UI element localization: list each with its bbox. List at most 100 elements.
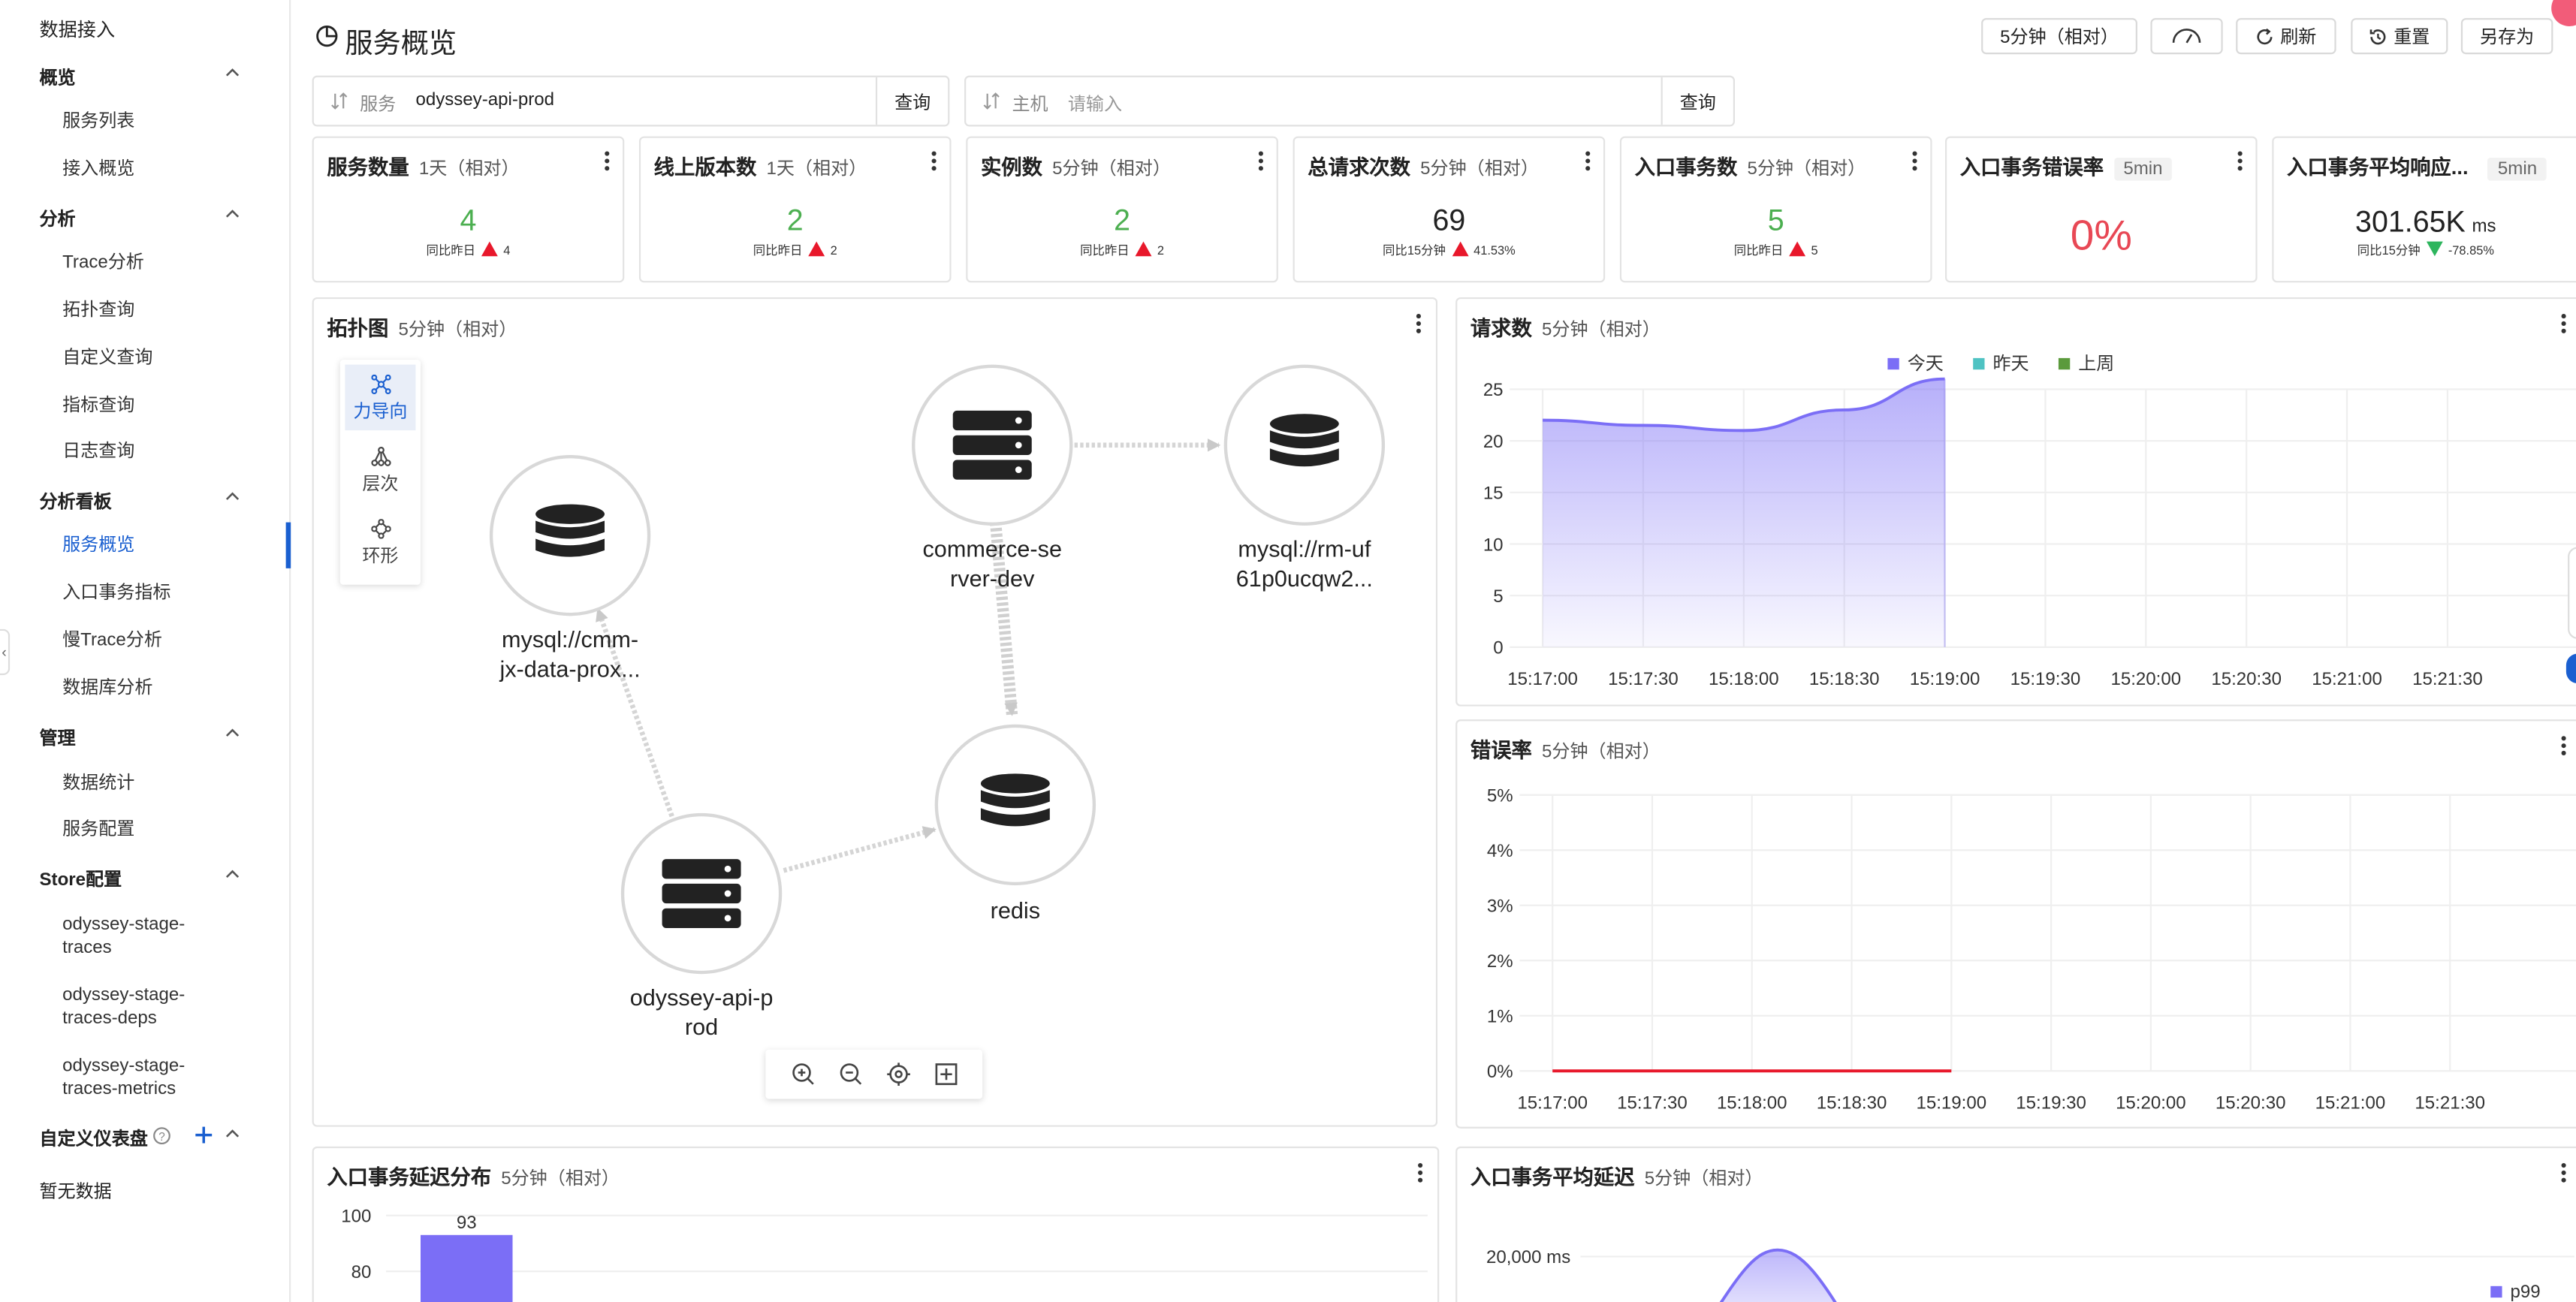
chevron-up-icon[interactable] — [225, 728, 240, 737]
sidebar-item-log-query[interactable]: 日志查询 — [62, 442, 135, 462]
bar-data-label: 93 — [457, 1213, 477, 1233]
node-odyssey-api[interactable] — [620, 812, 783, 975]
time-range-button[interactable]: 5分钟（相对） — [1981, 18, 2137, 55]
sidebar-item-service-config[interactable]: 服务配置 — [62, 819, 135, 839]
more-icon[interactable] — [2561, 736, 2566, 756]
sidebar-item-data-stats[interactable]: 数据统计 — [62, 773, 135, 794]
sidebar-item-db-analysis[interactable]: 数据库分析 — [62, 678, 153, 698]
sidebar-item-data-ingest[interactable]: 数据接入 — [39, 21, 116, 41]
y-tick-label: 0% — [1487, 1062, 1513, 1082]
sidebar-item-service-list[interactable]: 服务列表 — [62, 111, 135, 131]
sort-icon — [331, 92, 348, 110]
more-icon[interactable] — [605, 151, 610, 171]
legend-item[interactable]: 上周 — [2058, 350, 2114, 376]
sidebar-item-slow-trace[interactable]: 慢Trace分析 — [62, 631, 162, 651]
legend-item[interactable]: 今天 — [1887, 350, 1944, 376]
layout-force-button[interactable]: 力导向 — [345, 364, 416, 431]
node-mysql-cmm[interactable] — [489, 454, 651, 616]
compare-delta: -78.85% — [2448, 243, 2494, 258]
sidebar-group-manage[interactable]: 管理 — [39, 729, 76, 749]
layout-circular-button[interactable]: 环形 — [345, 509, 415, 575]
side-float-panel[interactable] — [2568, 547, 2576, 639]
compare-label: 同比昨日 — [753, 243, 803, 258]
sidebar-item-entry-tx-metrics[interactable]: 入口事务指标 — [62, 583, 171, 603]
node-mysql-rm[interactable] — [1223, 364, 1386, 526]
zoom-in-icon[interactable] — [790, 1061, 816, 1087]
zoom-out-icon[interactable] — [838, 1061, 864, 1087]
panel-period: 5分钟（相对） — [398, 320, 517, 340]
series-area — [1543, 378, 1945, 647]
service-filter-value[interactable]: odyssey-api-prod — [415, 90, 555, 110]
node-redis[interactable] — [934, 724, 1096, 886]
sidebar-item-metric-query[interactable]: 指标查询 — [62, 396, 135, 416]
auto-refresh-button[interactable] — [2150, 18, 2223, 55]
chevron-up-icon[interactable] — [225, 209, 240, 219]
metric-title: 实例数 — [980, 155, 1043, 179]
chevron-up-icon[interactable] — [225, 491, 240, 501]
host-query-button[interactable]: 查询 — [1661, 77, 1733, 125]
sidebar-item-store-traces-metrics[interactable]: odyssey-stage- traces-metrics — [62, 1056, 186, 1099]
node-commerce-server[interactable] — [912, 364, 1073, 526]
more-icon[interactable] — [1418, 1162, 1423, 1183]
x-tick-label: 15:18:30 — [1817, 1093, 1887, 1114]
y-tick-label: 1% — [1487, 1007, 1513, 1027]
legend-item[interactable]: 昨天 — [1973, 350, 2029, 376]
chevron-up-icon[interactable] — [225, 68, 240, 77]
chevron-up-icon[interactable] — [225, 1129, 240, 1138]
node-label: mysql://rm-uf 61p0ucqw2... — [1235, 535, 1373, 592]
x-tick-label: 15:17:30 — [1617, 1093, 1688, 1114]
sidebar-group-overview[interactable]: 概览 — [39, 68, 76, 89]
sidebar-item-store-traces[interactable]: odyssey-stage- traces — [62, 915, 186, 958]
sidebar-item-custom-query[interactable]: 自定义查询 — [62, 348, 153, 368]
panel-period: 5分钟（相对） — [1542, 320, 1661, 340]
more-icon[interactable] — [2561, 1162, 2566, 1183]
more-icon[interactable] — [1912, 151, 1917, 171]
help-icon[interactable]: ? — [152, 1127, 170, 1145]
floating-assistant-badge[interactable] — [2551, 0, 2576, 26]
sidebar-item-trace-analysis[interactable]: Trace分析 — [62, 252, 144, 273]
more-icon[interactable] — [2561, 314, 2566, 333]
refresh-button[interactable]: 刷新 — [2236, 18, 2336, 55]
sidebar-item-service-overview[interactable]: 服务概览 — [62, 535, 135, 556]
side-float-button[interactable] — [2565, 653, 2576, 683]
collapse-sidebar-button[interactable]: ‹ — [0, 628, 11, 676]
sidebar-group-custom-dashboard[interactable]: 自定义仪表盘 — [39, 1130, 148, 1150]
metric-value: 0% — [2070, 210, 2132, 260]
layout-switcher: 力导向 层次 环形 — [339, 360, 421, 585]
service-query-button[interactable]: 查询 — [875, 77, 948, 125]
more-icon[interactable] — [1585, 151, 1591, 171]
metric-title: 服务数量 — [327, 155, 409, 179]
layout-label: 力导向 — [353, 402, 408, 423]
host-filter-input[interactable]: 请输入 — [1067, 95, 1123, 116]
add-icon[interactable] — [194, 1125, 213, 1144]
save-as-button[interactable]: 另存为 — [2460, 18, 2553, 55]
compare-delta: 5 — [1811, 243, 1818, 258]
legend-item[interactable]: p99 — [2490, 1282, 2541, 1302]
metric-value: 2 — [786, 203, 804, 237]
layout-hierarchy-button[interactable]: 层次 — [345, 437, 415, 503]
more-icon[interactable] — [1258, 151, 1264, 171]
sidebar-item-store-traces-deps[interactable]: odyssey-stage- traces-deps — [62, 985, 186, 1029]
locate-center-icon[interactable] — [885, 1061, 912, 1087]
sidebar-group-store-config[interactable]: Store配置 — [39, 870, 122, 891]
x-tick-label: 15:19:00 — [1910, 669, 1980, 689]
more-icon[interactable] — [2237, 151, 2243, 171]
reset-button[interactable]: 重置 — [2351, 18, 2448, 55]
compare-delta: 4 — [503, 243, 511, 258]
chevron-up-icon[interactable] — [225, 869, 240, 879]
compare-label: 同比昨日 — [426, 243, 476, 258]
sidebar-item-access-overview[interactable]: 接入概览 — [62, 159, 135, 179]
more-icon[interactable] — [931, 151, 937, 171]
sidebar-item-topology-query[interactable]: 拓扑查询 — [62, 300, 135, 321]
sidebar-group-analysis[interactable]: 分析 — [39, 210, 76, 231]
zoom-toolbar — [765, 1049, 983, 1099]
more-icon[interactable] — [1416, 314, 1422, 333]
sidebar-group-dashboards[interactable]: 分析看板 — [39, 493, 112, 513]
fit-view-icon[interactable] — [934, 1061, 960, 1087]
panel-period: 5分钟（相对） — [1542, 742, 1661, 762]
x-tick-label: 15:17:30 — [1608, 669, 1679, 689]
